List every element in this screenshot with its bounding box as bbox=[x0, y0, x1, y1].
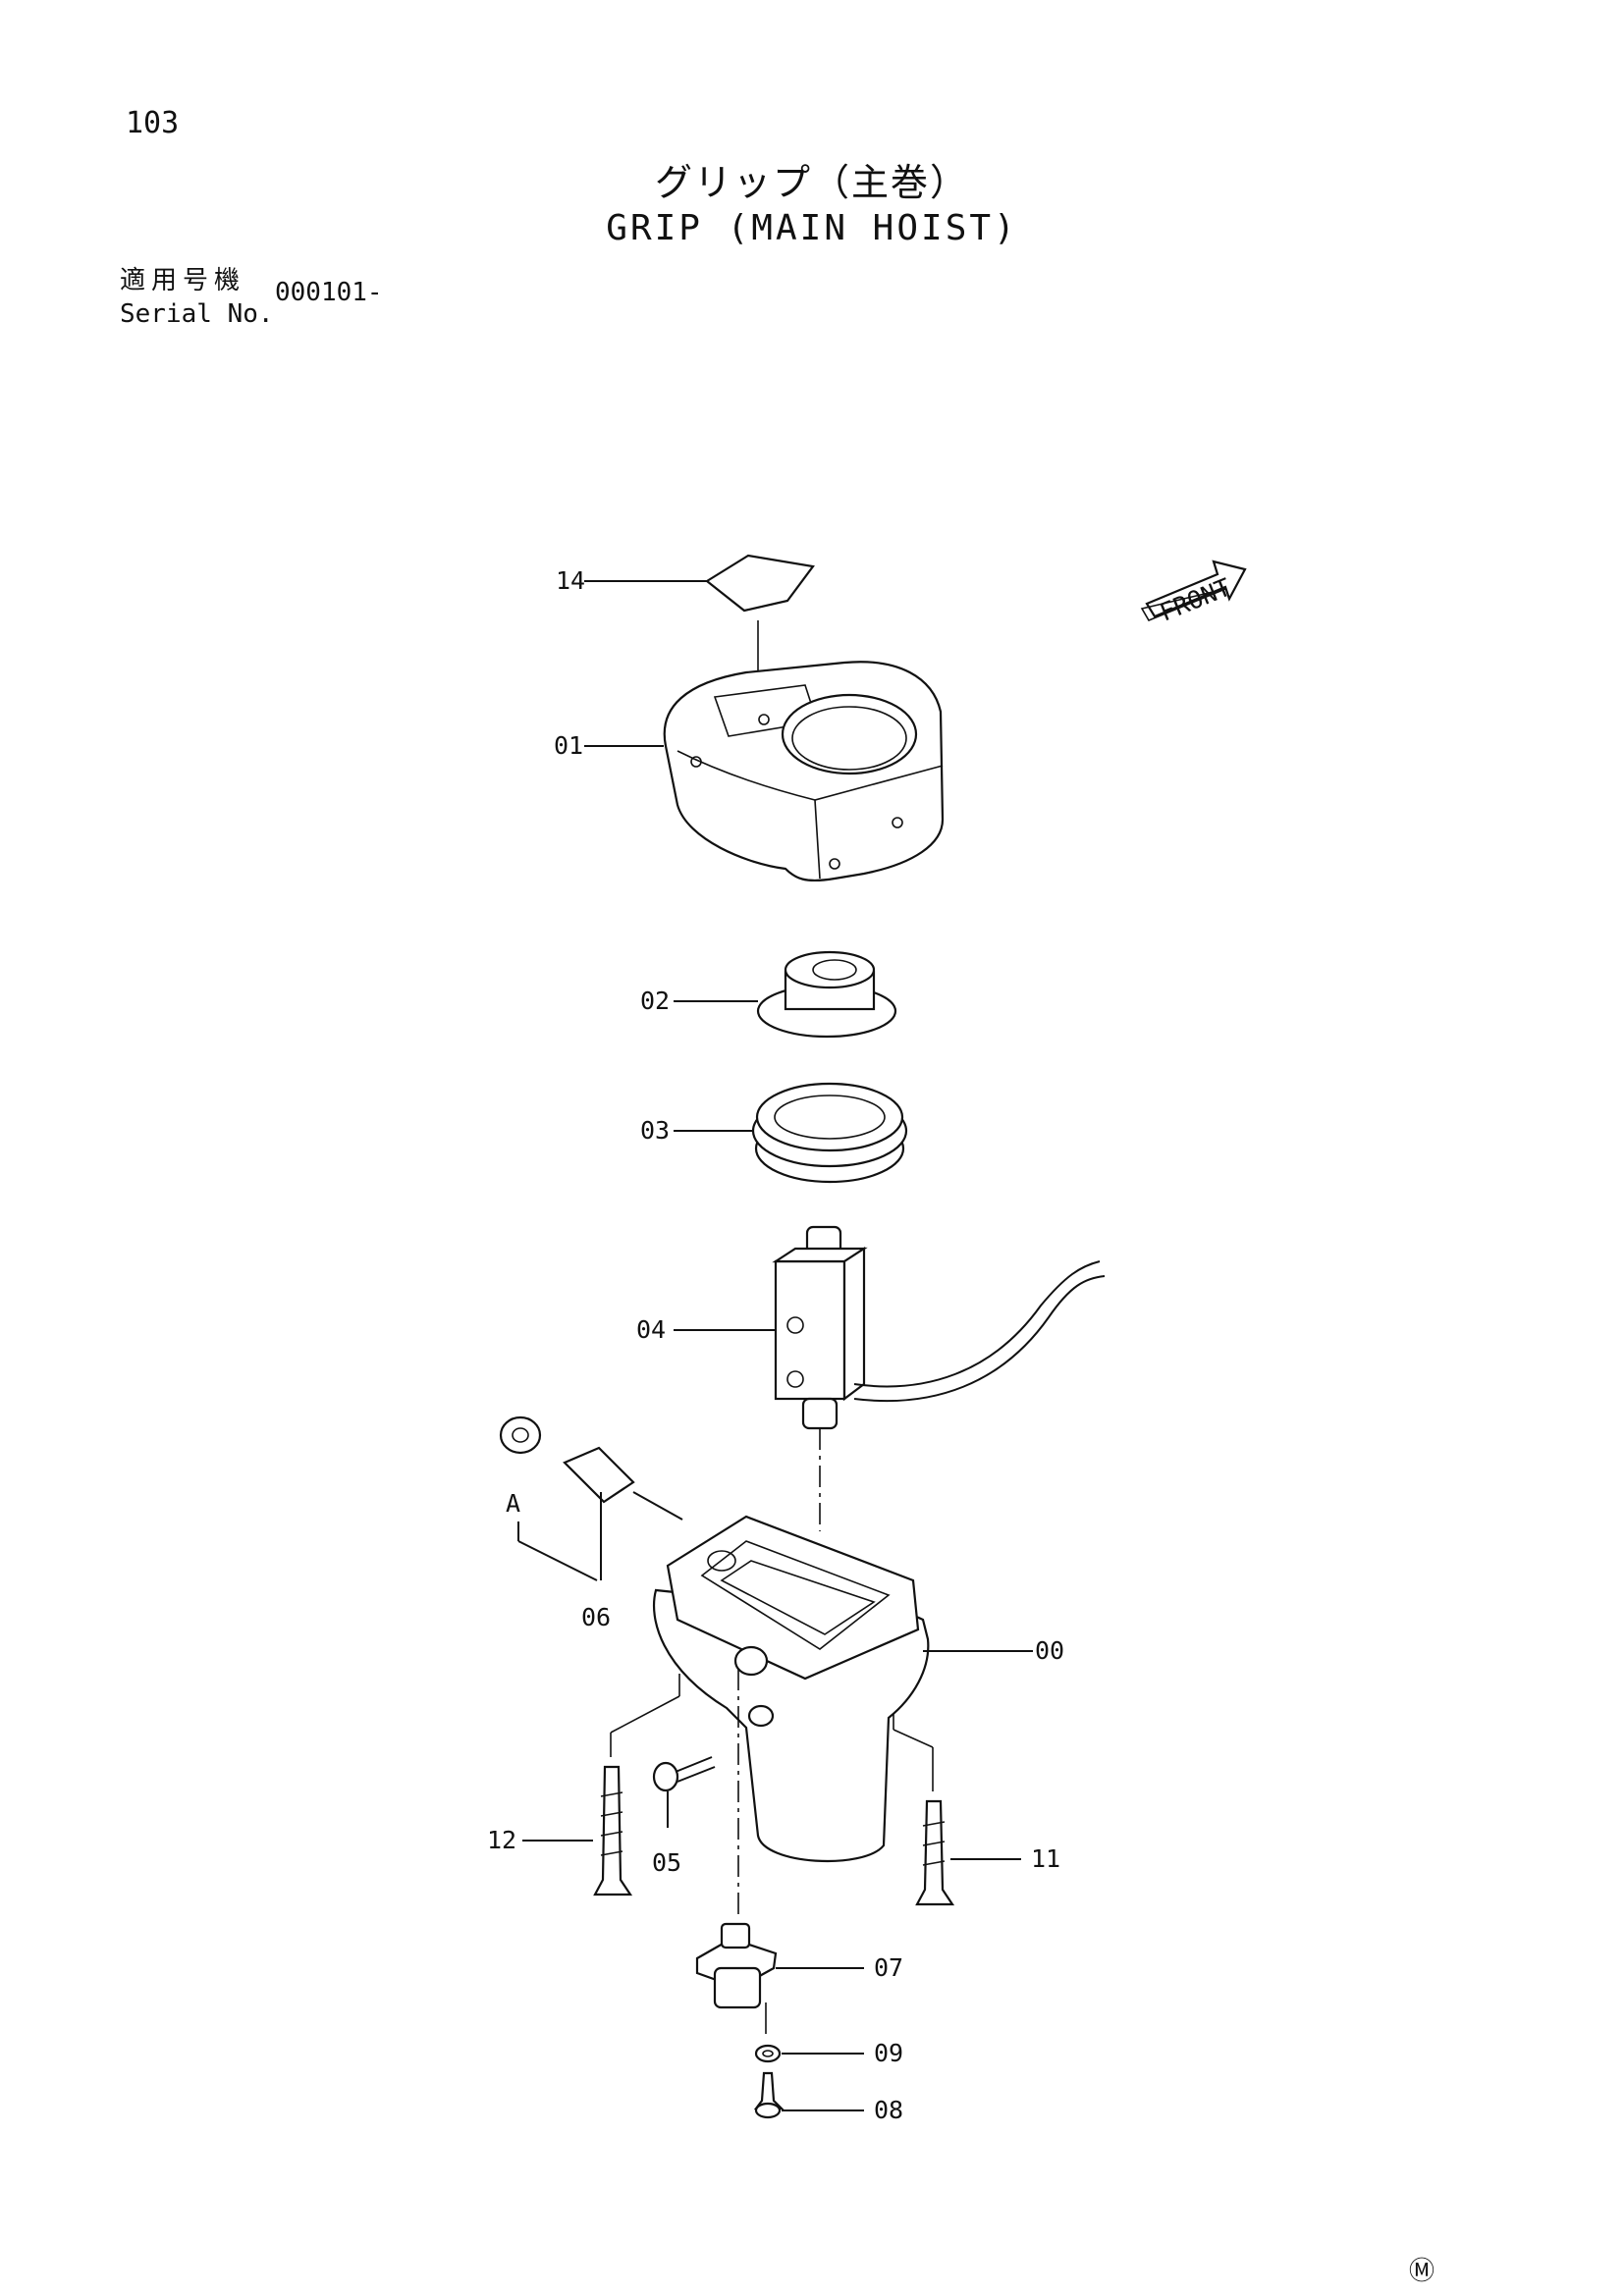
model-marker: Ⓜ bbox=[1409, 2257, 1435, 2286]
part-14-label-plate bbox=[584, 554, 815, 687]
part-label-11: 11 bbox=[1031, 1844, 1060, 1873]
callout-a-label: A bbox=[506, 1489, 520, 1518]
serial-label-japanese: 適用号機 bbox=[120, 266, 246, 295]
front-label: FRONT bbox=[1156, 573, 1235, 627]
part-07-connector bbox=[695, 1922, 864, 2034]
part-08-screw bbox=[753, 2071, 864, 2119]
part-label-03: 03 bbox=[640, 1116, 670, 1145]
part-label-00: 00 bbox=[1035, 1636, 1064, 1665]
page-title-english: GRIP (MAIN HOIST) bbox=[606, 208, 1018, 248]
part-label-14: 14 bbox=[556, 566, 585, 595]
part-09-washer bbox=[754, 2044, 864, 2063]
part-04-switch bbox=[674, 1225, 1106, 1531]
part-11-tapping-screw bbox=[893, 1713, 1021, 1906]
part-label-06: 06 bbox=[581, 1603, 611, 1631]
part-label-02: 02 bbox=[640, 987, 670, 1015]
part-05-screw bbox=[652, 1756, 716, 1828]
part-12-tapping-screw bbox=[522, 1674, 680, 1896]
serial-label-english: Serial No. bbox=[120, 299, 274, 329]
front-direction-arrow: FRONT bbox=[1140, 560, 1247, 627]
part-01-grip-cover bbox=[584, 661, 945, 882]
part-00-grip-body bbox=[652, 1515, 1033, 1863]
part-03-boot-ring bbox=[674, 1082, 908, 1184]
page-title-japanese: グリップ（主巻） bbox=[654, 161, 969, 204]
serial-number-value: 000101- bbox=[275, 278, 383, 307]
part-label-01: 01 bbox=[554, 731, 583, 760]
part-label-07: 07 bbox=[874, 1953, 903, 1982]
part-02-bushing bbox=[674, 950, 897, 1039]
part-label-09: 09 bbox=[874, 2039, 903, 2067]
part-label-12: 12 bbox=[487, 1826, 516, 1854]
part-label-04: 04 bbox=[636, 1315, 666, 1344]
part-06-connector-assembly: A bbox=[499, 1415, 683, 1581]
part-label-05: 05 bbox=[652, 1848, 681, 1877]
page-number: 103 bbox=[126, 106, 180, 140]
part-label-08: 08 bbox=[874, 2096, 903, 2124]
